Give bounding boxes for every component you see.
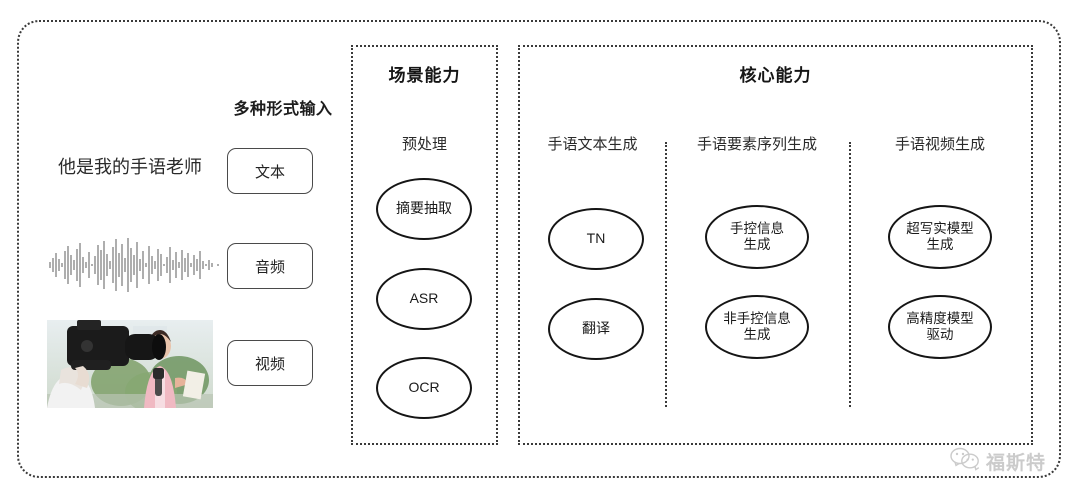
node-asr[interactable]: ASR — [376, 268, 472, 330]
scene-column-preprocess: 预处理 摘要抽取 ASR OCR — [353, 47, 496, 443]
node-summary-extraction[interactable]: 摘要抽取 — [376, 178, 472, 240]
core-column-text-generation-title: 手语文本生成 — [547, 136, 638, 153]
input-column: 多种形式输入 他是我的手语老师 — [40, 95, 332, 425]
watermark: 福斯特 — [950, 447, 1046, 476]
input-mode-audio-button[interactable]: 音频 — [227, 243, 313, 289]
scene-panel-title: 场景能力 — [388, 66, 461, 85]
core-divider-1 — [665, 142, 667, 407]
wechat-icon — [950, 447, 980, 476]
video-thumbnail — [47, 320, 213, 408]
core-column-element-sequence: 手语要素序列生成 手控信息 生成 非手控信息 生成 — [665, 47, 849, 443]
node-translation[interactable]: 翻译 — [548, 298, 644, 360]
node-photorealistic-model-generation[interactable]: 超写实模型 生成 — [888, 205, 992, 269]
input-column-heading: 多种形式输入 — [233, 101, 333, 118]
sample-text: 他是我的手语老师 — [58, 157, 202, 177]
core-panel-title: 核心能力 — [739, 66, 812, 85]
core-column-text-generation: 手语文本生成 TN 翻译 — [520, 47, 665, 443]
node-high-precision-model-driving[interactable]: 高精度模型 驱动 — [888, 295, 992, 359]
node-tn[interactable]: TN — [548, 208, 644, 270]
input-mode-video-button[interactable]: 视频 — [227, 340, 313, 386]
node-manual-info-generation[interactable]: 手控信息 生成 — [705, 205, 809, 269]
core-column-video-generation-title: 手语视频生成 — [894, 136, 985, 153]
core-capability-panel: 核心能力 手语文本生成 TN 翻译 手语要素序列生成 手控信息 生成 非手控信息… — [518, 45, 1033, 445]
outer-frame — [17, 20, 1061, 478]
input-mode-text-button[interactable]: 文本 — [227, 148, 313, 194]
scene-capability-panel: 场景能力 预处理 摘要抽取 ASR OCR — [351, 45, 498, 445]
node-non-manual-info-generation[interactable]: 非手控信息 生成 — [705, 295, 809, 359]
core-divider-2 — [849, 142, 851, 407]
watermark-text: 福斯特 — [985, 453, 1046, 474]
core-column-element-sequence-title: 手语要素序列生成 — [696, 136, 817, 153]
core-column-video-generation: 手语视频生成 超写实模型 生成 高精度模型 驱动 — [849, 47, 1031, 443]
scene-column-preprocess-title: 预处理 — [401, 136, 447, 153]
audio-waveform-icon — [45, 235, 223, 295]
node-ocr[interactable]: OCR — [376, 357, 472, 419]
